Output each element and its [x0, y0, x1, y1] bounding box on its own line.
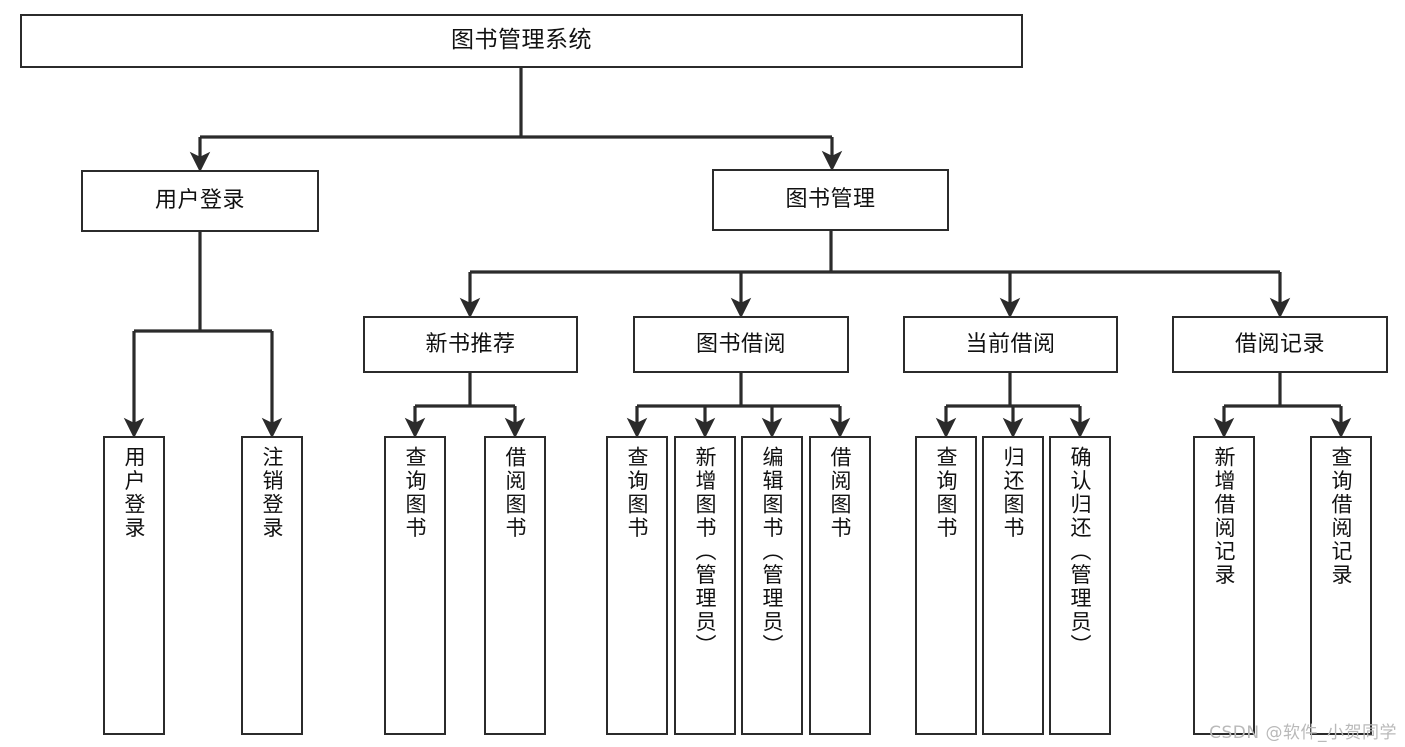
node-leaf-cur-return[interactable]: 归还图书 [982, 436, 1044, 735]
node-leaf-user-login[interactable]: 用户登录 [103, 436, 165, 735]
node-book-manage-label: 图书管理 [785, 187, 876, 213]
node-leaf-borrow-do[interactable]: 借阅图书 [809, 436, 871, 735]
node-book-borrow[interactable]: 图书借阅 [633, 316, 849, 373]
node-borrow-record-label: 借阅记录 [1234, 331, 1325, 357]
node-leaf-borrow-edit-label: 编辑图书（管理员） [760, 446, 785, 658]
node-leaf-cur-query-label: 查询图书 [934, 446, 959, 540]
node-leaf-cur-return-label: 归还图书 [1001, 446, 1026, 540]
node-leaf-rec-query2-label: 查询借阅记录 [1329, 446, 1354, 587]
node-leaf-borrow-query-label: 查询图书 [625, 446, 650, 540]
node-leaf-borrow-edit[interactable]: 编辑图书（管理员） [741, 436, 803, 735]
node-leaf-cur-confirm[interactable]: 确认归还（管理员） [1049, 436, 1111, 735]
node-root[interactable]: 图书管理系统 [20, 14, 1023, 68]
node-root-label: 图书管理系统 [451, 27, 592, 54]
node-leaf-cur-confirm-label: 确认归还（管理员） [1068, 446, 1093, 658]
node-leaf-rec-borrow-label: 借阅图书 [503, 446, 528, 540]
node-leaf-rec-borrow[interactable]: 借阅图书 [484, 436, 546, 735]
node-leaf-user-login-label: 用户登录 [122, 446, 147, 540]
node-leaf-rec-add-label: 新增借阅记录 [1212, 446, 1237, 587]
node-leaf-rec-query-label: 查询图书 [403, 446, 428, 540]
node-user-login[interactable]: 用户登录 [81, 170, 319, 232]
node-borrow-record[interactable]: 借阅记录 [1172, 316, 1388, 373]
node-leaf-logout[interactable]: 注销登录 [241, 436, 303, 735]
node-leaf-borrow-query[interactable]: 查询图书 [606, 436, 668, 735]
node-user-login-label: 用户登录 [154, 188, 245, 214]
node-leaf-cur-query[interactable]: 查询图书 [915, 436, 977, 735]
node-leaf-logout-label: 注销登录 [260, 446, 285, 540]
csdn-watermark: CSDN @软件_小贺同学 [1209, 723, 1397, 743]
node-leaf-rec-query[interactable]: 查询图书 [384, 436, 446, 735]
node-leaf-borrow-do-label: 借阅图书 [828, 446, 853, 540]
node-new-book-rec-label: 新书推荐 [425, 331, 516, 357]
node-book-manage[interactable]: 图书管理 [712, 169, 949, 231]
node-new-book-rec[interactable]: 新书推荐 [363, 316, 578, 373]
node-leaf-rec-query2[interactable]: 查询借阅记录 [1310, 436, 1372, 735]
node-leaf-rec-add[interactable]: 新增借阅记录 [1193, 436, 1255, 735]
node-current-borrow[interactable]: 当前借阅 [903, 316, 1118, 373]
node-current-borrow-label: 当前借阅 [965, 331, 1056, 357]
node-book-borrow-label: 图书借阅 [695, 331, 786, 357]
node-leaf-borrow-add-label: 新增图书（管理员） [693, 446, 718, 658]
node-leaf-borrow-add[interactable]: 新增图书（管理员） [674, 436, 736, 735]
